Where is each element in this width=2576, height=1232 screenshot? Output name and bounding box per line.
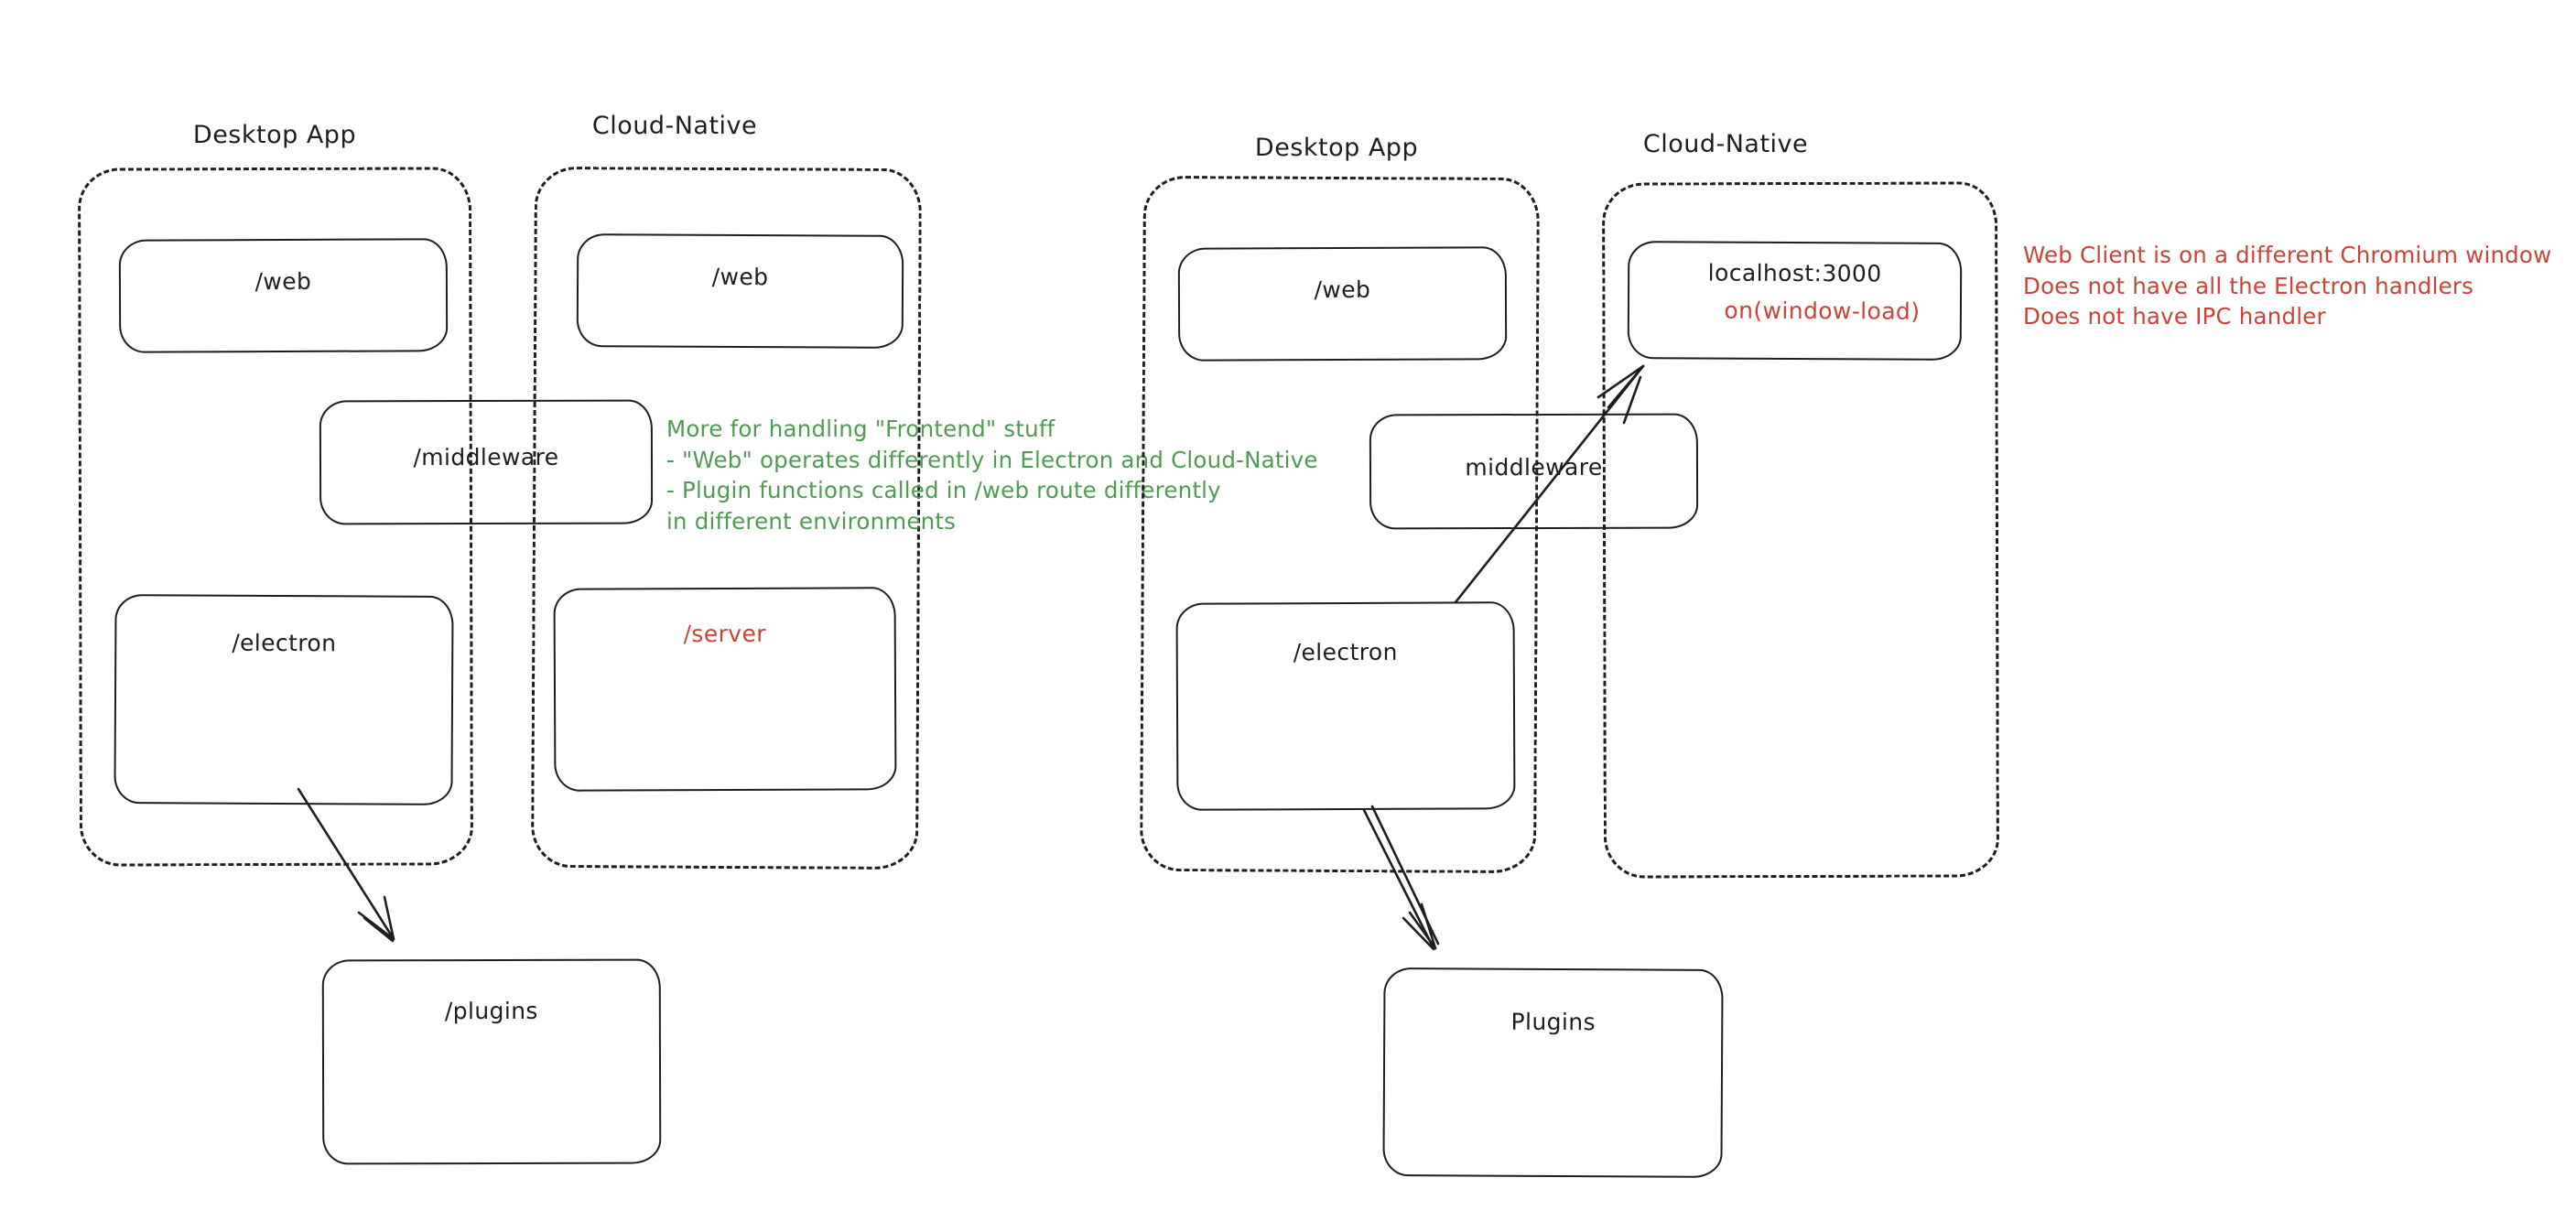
left-server-box: /server (553, 587, 897, 792)
left-green-annotation-line-1: More for handling "Frontend" stuff (666, 416, 1055, 442)
left-middleware-label: /middleware (413, 443, 559, 471)
right-localhost-label: localhost:3000 (1707, 259, 1882, 287)
right-electron-label: /electron (1293, 638, 1398, 666)
left-plugins-box: /plugins (321, 958, 662, 1165)
right-web-box: /web (1177, 246, 1508, 362)
left-web-cloud-label: /web (711, 263, 769, 291)
left-cloud-native-title: Cloud-Native (591, 112, 758, 140)
right-middleware-label: middleware (1465, 453, 1603, 481)
left-web-desktop-box: /web (118, 238, 449, 353)
right-middleware-box: middleware (1369, 413, 1699, 530)
left-server-label: /server (683, 620, 766, 648)
right-web-label: /web (1314, 276, 1371, 304)
left-green-annotation-line-4: in different environments (666, 507, 957, 535)
left-plugins-label: /plugins (444, 997, 538, 1025)
right-plugins-box: Plugins (1382, 967, 1724, 1178)
right-red-annotation-line-3: Does not have IPC handler (2023, 303, 2326, 330)
right-electron-box: /electron (1175, 601, 1516, 811)
right-plugins-label: Plugins (1510, 1008, 1596, 1036)
left-web-cloud-box: /web (576, 233, 904, 349)
left-web-desktop-label: /web (254, 267, 312, 296)
left-desktop-app-title: Desktop App (192, 121, 357, 149)
left-green-annotation-line-2: - "Web" operates differently in Electron… (666, 446, 1318, 473)
right-desktop-app-title: Desktop App (1254, 134, 1419, 162)
left-green-annotation-line-3: - Plugin functions called in /web route … (666, 477, 1221, 503)
right-red-annotation: Web Client is on a different Chromium wi… (2023, 240, 2551, 332)
left-electron-box: /electron (114, 594, 454, 805)
right-red-annotation-line-2: Does not have all the Electron handlers (2023, 272, 2474, 299)
left-electron-label: /electron (232, 629, 337, 657)
right-localhost-box: localhost:3000 on(window-load) (1627, 241, 1963, 361)
right-localhost-event-label: on(window-load) (1724, 297, 1921, 325)
right-red-annotation-line-1: Web Client is on a different Chromium wi… (2023, 242, 2552, 268)
left-middleware-box: /middleware (319, 399, 654, 525)
right-cloud-native-title: Cloud-Native (1642, 130, 1809, 158)
left-green-annotation: More for handling "Frontend" stuff - "We… (666, 414, 1318, 536)
